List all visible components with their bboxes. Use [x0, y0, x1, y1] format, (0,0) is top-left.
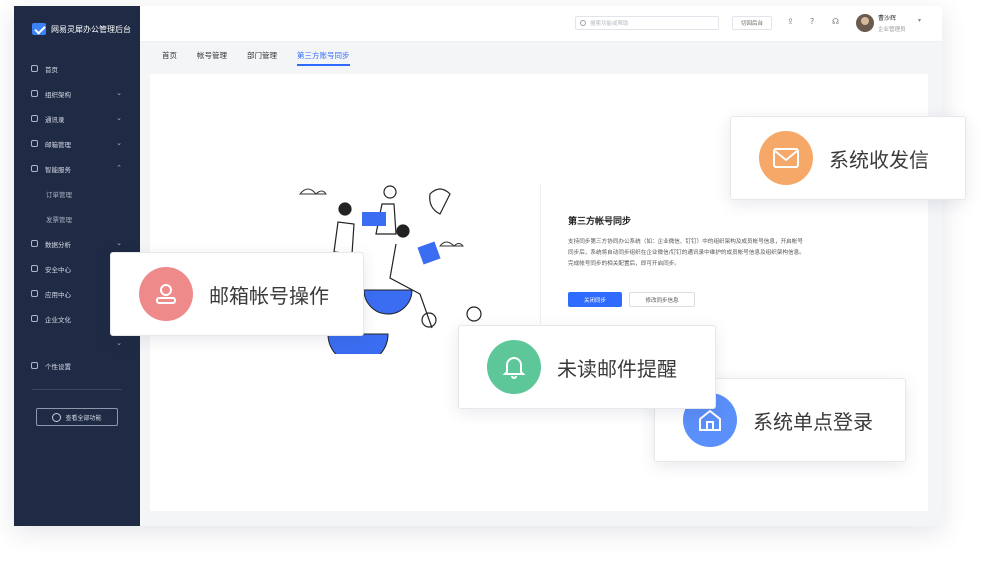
content-divider	[540, 184, 541, 324]
all-features-label: 查看全部功能	[65, 414, 102, 422]
sidebar-item-label: 个性设置	[45, 362, 71, 371]
mail-icon	[31, 140, 38, 147]
sidebar-item-label: 智能服务	[45, 165, 71, 174]
feature-card-unread-reminder: 未读邮件提醒	[458, 325, 716, 409]
brand-logo-icon	[32, 23, 46, 35]
sidebar-item-security[interactable]: 安全中心	[14, 256, 140, 281]
settings-icon	[31, 362, 38, 369]
all-features-button[interactable]: 查看全部功能	[36, 408, 118, 426]
sidebar-item-label: 订单管理	[46, 190, 72, 199]
sidebar-item-more[interactable]: ⌄	[14, 331, 140, 353]
sidebar-item-settings[interactable]: 个性设置	[14, 353, 140, 378]
upgrade-icon[interactable]: ⇪	[787, 17, 794, 26]
search-input[interactable]: 搜索功能或帮助	[575, 16, 719, 30]
feature-card-label: 未读邮件提醒	[557, 356, 677, 381]
chevron-down-icon: ⌄	[116, 239, 122, 247]
chevron-down-icon: ⌄	[116, 339, 122, 347]
feature-card-mail-send-receive: 系统收发信	[730, 116, 966, 200]
chevron-up-icon: ⌃	[116, 164, 122, 172]
sidebar-nav: 首页 组织架构 ⌄ 通讯录 ⌄ 邮箱管理 ⌄ 智能服务 ⌃	[14, 56, 140, 378]
chevron-down-icon: ⌄	[116, 89, 122, 97]
sidebar-subitem-invoices[interactable]: 发票管理	[14, 206, 140, 231]
feature-card-label: 系统单点登录	[753, 409, 873, 434]
search-icon	[580, 20, 586, 26]
sync-description: 支持同步第三方协同办公系统（如：企业微信、钉钉）中的组织架构及成员帐号信息，开启…	[568, 239, 805, 267]
sidebar-item-label: 数据分析	[45, 240, 71, 249]
user-name: 曹沙辉	[878, 15, 897, 22]
culture-icon	[31, 315, 38, 322]
sidebar-item-org[interactable]: 组织架构 ⌄	[14, 81, 140, 106]
sidebar-item-label: 首页	[45, 65, 58, 74]
chart-icon	[31, 240, 38, 247]
tab-bar: 首页 帐号管理 部门管理 第三方账号同步	[162, 50, 350, 66]
sidebar-item-analytics[interactable]: 数据分析 ⌄	[14, 231, 140, 256]
feature-card-mailbox-account: 邮箱帐号操作	[110, 252, 364, 336]
mail-icon	[759, 131, 813, 185]
sidebar-item-label: 组织架构	[45, 90, 71, 99]
grid-icon	[52, 412, 62, 422]
bell-icon	[487, 340, 541, 394]
feature-card-label: 邮箱帐号操作	[209, 283, 329, 308]
switch-back-button[interactable]: 切回后台	[732, 16, 772, 30]
avatar[interactable]	[856, 14, 874, 32]
org-icon	[31, 90, 38, 97]
sidebar-item-label: 应用中心	[45, 290, 71, 299]
apps-icon	[31, 290, 38, 297]
tab-accounts[interactable]: 帐号管理	[197, 51, 227, 60]
chevron-down-icon: ⌄	[116, 139, 122, 147]
brand-name: 网易灵犀办公管理后台	[51, 24, 131, 34]
sidebar-item-home[interactable]: 首页	[14, 56, 140, 81]
home-icon	[31, 65, 38, 72]
sync-illustration	[298, 185, 482, 354]
user-icon	[139, 267, 193, 321]
cloud-shape	[298, 188, 465, 247]
sidebar-item-culture[interactable]: 企业文化	[14, 306, 140, 331]
feature-card-label: 系统收发信	[829, 147, 929, 172]
chevron-down-icon: ⌄	[116, 114, 122, 122]
close-sync-button[interactable]: 关闭同步	[568, 292, 622, 307]
tab-home[interactable]: 首页	[162, 51, 177, 60]
sidebar-item-contacts[interactable]: 通讯录 ⌄	[14, 106, 140, 131]
topbar: 搜索功能或帮助 切回后台 ⇪ ? ☊ 曹沙辉 企业管理员 ▾	[140, 6, 942, 42]
sidebar-item-label: 邮箱管理	[45, 140, 71, 149]
edit-sync-info-button[interactable]: 修改同步信息	[629, 292, 695, 307]
search-placeholder: 搜索功能或帮助	[590, 21, 629, 27]
brand: 网易灵犀办公管理后台	[32, 23, 131, 35]
sidebar-item-label: 通讯录	[45, 115, 65, 124]
wifi-icon	[31, 165, 38, 172]
sidebar-item-apps[interactable]: 应用中心	[14, 281, 140, 306]
contacts-icon	[31, 115, 38, 122]
sidebar-item-label: 发票管理	[46, 215, 72, 224]
sidebar-divider	[32, 389, 122, 390]
tab-departments[interactable]: 部门管理	[247, 51, 277, 60]
sync-title: 第三方帐号同步	[568, 217, 632, 227]
sidebar-item-label: 安全中心	[45, 265, 71, 274]
sidebar-item-mail[interactable]: 邮箱管理 ⌄	[14, 131, 140, 156]
sidebar-item-smart[interactable]: 智能服务 ⌃	[14, 156, 140, 181]
help-icon[interactable]: ?	[810, 17, 815, 26]
headset-icon[interactable]: ☊	[832, 17, 840, 26]
sidebar-item-label: 企业文化	[45, 315, 71, 324]
caret-down-icon[interactable]: ▾	[918, 17, 922, 24]
sidebar-subitem-orders[interactable]: 订单管理	[14, 181, 140, 206]
tab-third-party-sync[interactable]: 第三方账号同步	[297, 50, 350, 66]
user-role: 企业管理员	[878, 27, 906, 33]
shield-icon	[31, 265, 38, 272]
